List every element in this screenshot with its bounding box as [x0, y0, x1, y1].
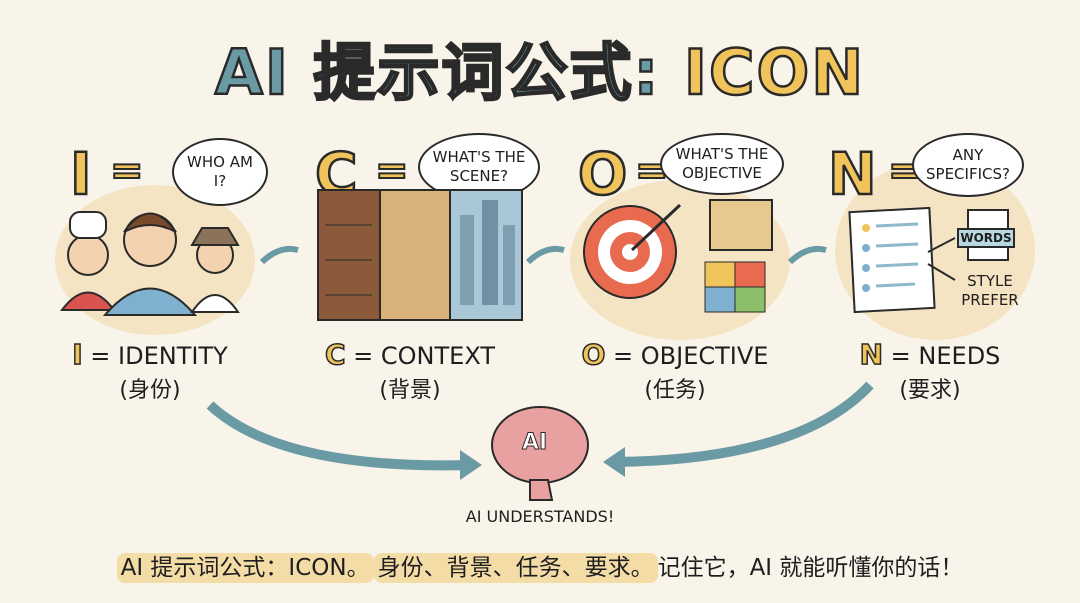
puzzle-icon — [704, 261, 766, 313]
label-text: = IDENTITY — [90, 342, 228, 370]
checklist-icon — [848, 206, 1015, 314]
sub-identity: (身份) — [119, 378, 181, 403]
label-letter: N — [859, 337, 884, 372]
arrow-to-brain-left — [206, 401, 471, 471]
brain-label: AI — [521, 430, 548, 456]
title-part1: AI 提示词公式: — [214, 35, 661, 111]
letter-n: N — [827, 139, 878, 210]
arrow-to-brain-right — [614, 381, 874, 467]
note-line1: STYLE — [967, 272, 1013, 290]
sub-context: (背景) — [379, 378, 441, 403]
label-needs: N = NEEDS — [810, 337, 1050, 372]
sub-objective: (任务) — [644, 378, 706, 403]
speech-bubble-i: WHO AM I? — [172, 138, 268, 206]
label-letter: O — [581, 337, 606, 372]
map-icon — [709, 199, 773, 251]
sub-needs: (要求) — [899, 378, 961, 403]
label-text: = CONTEXT — [353, 342, 496, 370]
label-objective: O = OBJECTIVE — [555, 337, 795, 372]
target-icon — [583, 199, 773, 313]
letter-i: I — [69, 139, 93, 210]
label-letter: C — [324, 337, 346, 372]
summary-highlight-2: 身份、背景、任务、要求。 — [373, 553, 658, 583]
words-tag: WORDS — [960, 231, 1012, 245]
speech-bubble-o: WHAT'S THE OBJECTIVE — [660, 133, 784, 195]
page-title: AI 提示词公式: ICON — [0, 22, 1080, 112]
label-context: C = CONTEXT — [290, 337, 530, 372]
summary-rest: 记住它，AI 就能听懂你的话！ — [657, 555, 964, 581]
flow-arrows — [206, 245, 874, 480]
summary-highlight-1: AI 提示词公式：ICON。 — [116, 553, 374, 583]
note-line2: PREFER — [961, 290, 1019, 309]
label-text: = NEEDS — [890, 342, 1001, 370]
equals-c: = — [374, 147, 409, 195]
label-text: = OBJECTIVE — [613, 342, 769, 370]
speech-bubble-n: ANY SPECIFICS? — [912, 133, 1024, 197]
label-identity: I = IDENTITY — [30, 337, 270, 372]
label-letter: I — [71, 337, 83, 372]
equals-i: = — [109, 147, 144, 195]
brain-icon — [491, 406, 589, 501]
letter-o: O — [577, 139, 629, 210]
brain-caption: AI UNDERSTANDS! — [465, 507, 615, 526]
scene-icon — [317, 189, 523, 321]
summary-line: AI 提示词公式：ICON。身份、背景、任务、要求。记住它，AI 就能听懂你的话… — [0, 548, 1080, 583]
title-part2: ICON — [683, 35, 866, 111]
people-icon — [60, 211, 240, 316]
